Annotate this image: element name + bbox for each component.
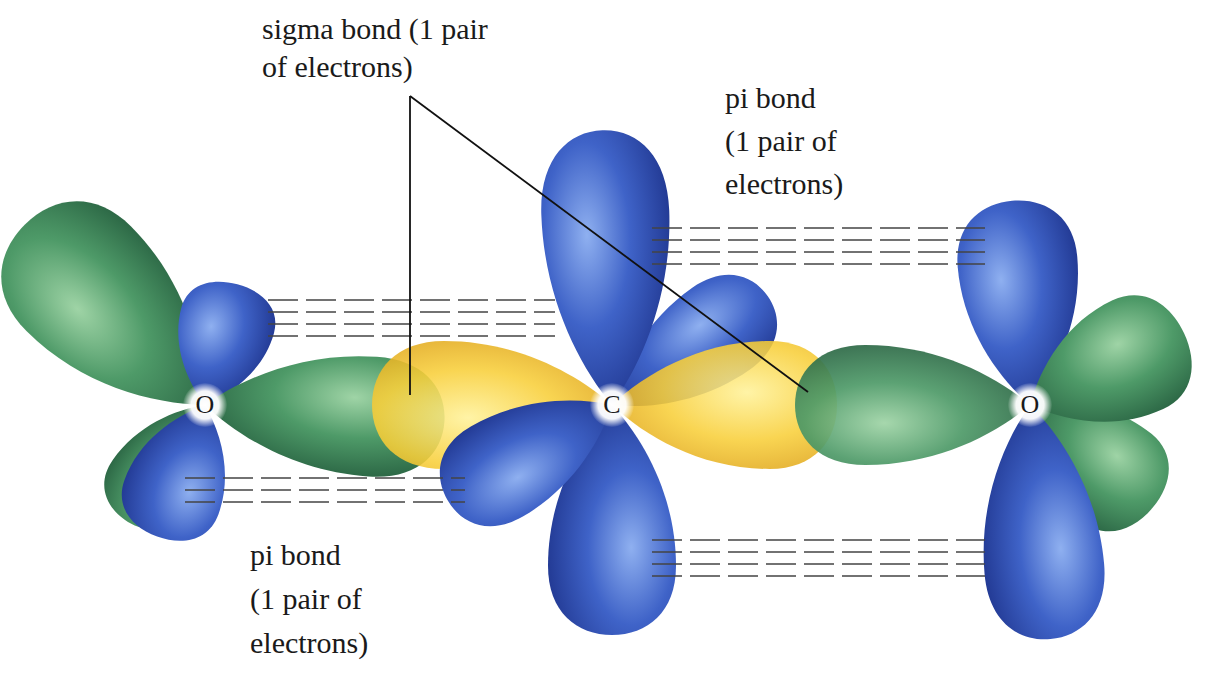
orbital-lobe <box>970 400 1110 645</box>
bond-label: pi bond (1 pair of electrons) <box>725 76 847 205</box>
orbital-lobe <box>538 128 676 407</box>
bond-label: sigma bond (1 pair of electrons) <box>262 10 512 86</box>
orbital-lobe <box>795 345 1030 465</box>
atom-symbol: C <box>590 383 634 427</box>
atom-symbol: O <box>1008 383 1052 427</box>
bond-label: pi bond (1 pair of electrons) <box>250 533 372 665</box>
pi-overlap-dashes <box>185 228 985 576</box>
orbital-lobe <box>1005 279 1207 460</box>
orbital-lobe <box>421 360 638 545</box>
atom-symbol: O <box>183 383 227 427</box>
